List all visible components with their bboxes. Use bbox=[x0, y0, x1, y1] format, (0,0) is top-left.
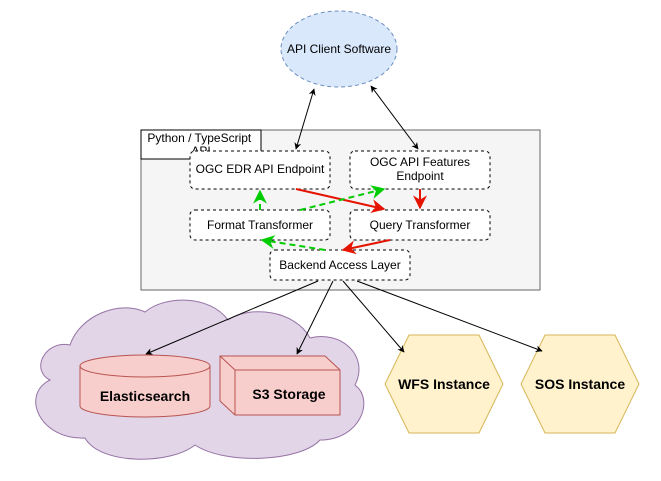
format-to-features-arrow bbox=[299, 185, 386, 211]
wfs-instance-node: WFS Instance bbox=[384, 334, 504, 434]
format-transformer-label: Format Transformer bbox=[207, 218, 313, 232]
backend-to-format-arrow bbox=[260, 235, 326, 251]
query-transformer-label: Query Transformer bbox=[370, 218, 471, 232]
backend-to-wfs-arrow bbox=[342, 280, 405, 353]
edr-endpoint-node: OGC EDR API Endpoint bbox=[189, 150, 331, 190]
wfs-instance-label: WFS Instance bbox=[398, 376, 490, 392]
api-client-node: API Client Software bbox=[280, 10, 398, 88]
s3-storage-label: S3 Storage bbox=[252, 386, 325, 402]
sos-instance-node: SOS Instance bbox=[520, 334, 640, 434]
client-features-connector bbox=[370, 85, 419, 150]
query-transformer-node: Query Transformer bbox=[349, 209, 491, 241]
backend-access-layer-label: Backend Access Layer bbox=[279, 258, 400, 272]
elasticsearch-node: Elasticsearch bbox=[79, 354, 211, 418]
api-client-label: API Client Software bbox=[287, 42, 391, 56]
elasticsearch-label: Elasticsearch bbox=[100, 388, 190, 404]
client-edr-connector bbox=[294, 88, 316, 150]
backend-to-sos-arrow bbox=[356, 280, 543, 353]
query-to-backend-arrow bbox=[341, 239, 391, 255]
backend-access-layer-node: Backend Access Layer bbox=[269, 249, 411, 281]
format-transformer-node: Format Transformer bbox=[189, 209, 331, 241]
sos-instance-label: SOS Instance bbox=[535, 376, 625, 392]
edr-endpoint-label: OGC EDR API Endpoint bbox=[196, 162, 325, 176]
features-endpoint-node: OGC API Features Endpoint bbox=[349, 150, 491, 190]
s3-storage-node: S3 Storage bbox=[219, 355, 341, 416]
backend-to-elasticsearch-arrow bbox=[145, 280, 319, 355]
features-endpoint-label-2: Endpoint bbox=[396, 169, 444, 183]
backend-to-s3-arrow bbox=[296, 280, 334, 355]
features-endpoint-label-1: OGC API Features bbox=[370, 155, 470, 169]
